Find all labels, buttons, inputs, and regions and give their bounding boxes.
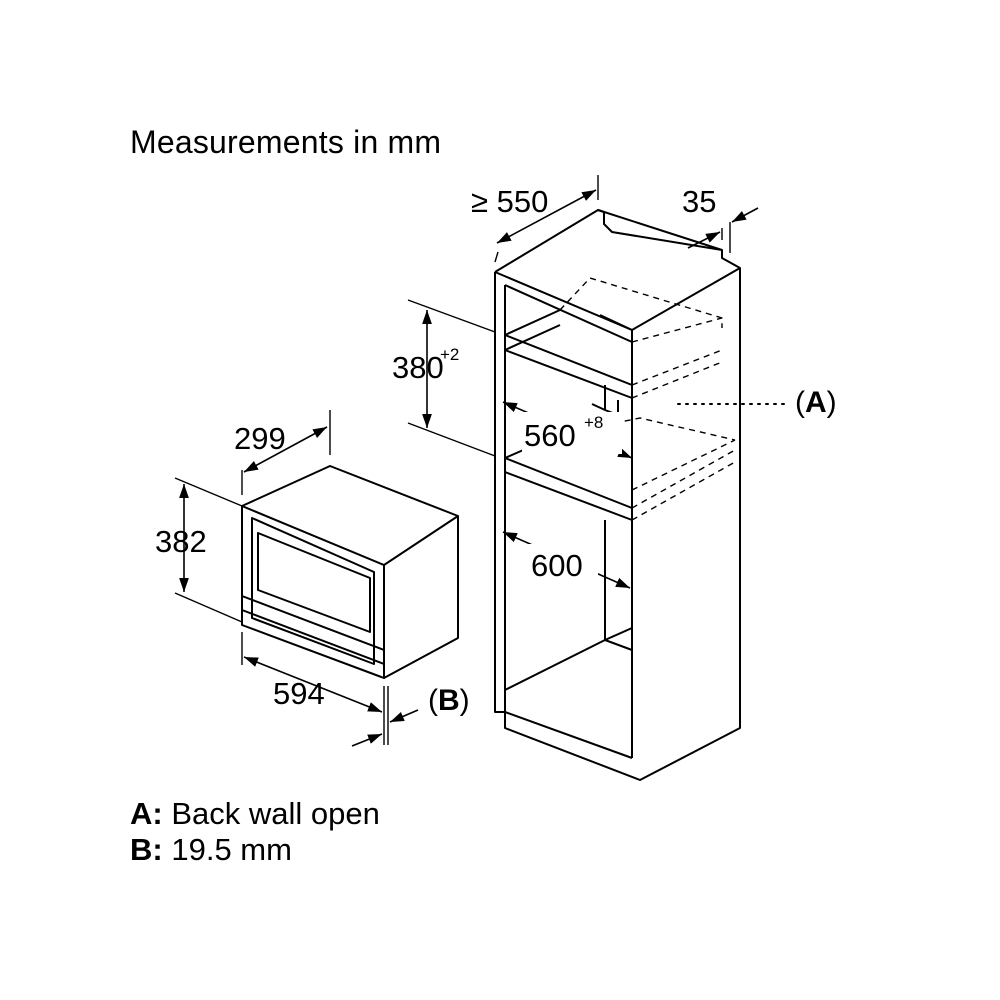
- label-depth-299: 299: [234, 421, 286, 456]
- cabinet-front-outline: [494, 209, 741, 781]
- legend-item-a: A: Back wall open: [130, 796, 380, 832]
- label-masks: [522, 412, 622, 584]
- label-height-380-tolerance: +2: [440, 345, 459, 364]
- arrow-offset-35-right: [731, 207, 759, 223]
- label-width-600: 600: [531, 548, 583, 583]
- arrow-offset-35-left: [687, 231, 721, 249]
- appliance-window: [257, 532, 371, 633]
- label-width-594: 594: [273, 676, 325, 711]
- cabinet-top-front: [494, 267, 741, 331]
- middle-shelf: [504, 433, 633, 521]
- legend-key-a: A:: [130, 796, 163, 831]
- arrow-depth-550: [496, 189, 597, 244]
- callout-a: (A): [795, 386, 837, 419]
- legend-item-b: B: 19.5 mm: [130, 832, 380, 868]
- label-height-382: 382: [155, 524, 207, 559]
- legend-key-b: B:: [130, 832, 163, 867]
- legend: A: Back wall open B: 19.5 mm: [130, 796, 380, 868]
- legend-text-a: Back wall open: [171, 796, 380, 831]
- label-width-560-tolerance: +8: [584, 413, 603, 432]
- label-offset-35: 35: [682, 184, 716, 219]
- legend-text-b: 19.5 mm: [171, 832, 292, 867]
- extension-lines: [174, 175, 731, 745]
- cabinet-top-back-edge: [597, 209, 723, 251]
- tall-cabinet: [494, 209, 741, 781]
- dimension-arrows: [179, 189, 759, 747]
- appliance-control-strip: [241, 595, 385, 665]
- appliance: [241, 465, 459, 679]
- hidden-edges: [559, 277, 736, 521]
- arrow-depth-299: [243, 426, 328, 473]
- appliance-top: [241, 465, 459, 566]
- callout-b: (B): [428, 684, 470, 717]
- label-height-380: 380: [392, 350, 444, 385]
- arrow-b-right: [389, 709, 419, 723]
- arrow-b-left: [351, 733, 383, 747]
- page-title: Measurements in mm: [130, 124, 442, 160]
- niche-top: [504, 309, 561, 351]
- label-depth-550: ≥ 550: [471, 184, 548, 219]
- appliance-side: [383, 516, 459, 679]
- lower-opening: [504, 520, 633, 759]
- label-width-560: 560: [524, 418, 576, 453]
- arrow-width-594: [243, 656, 383, 713]
- appliance-door-frame: [251, 517, 375, 665]
- niche-bracket: [591, 385, 619, 416]
- upper-shelf: [504, 284, 633, 399]
